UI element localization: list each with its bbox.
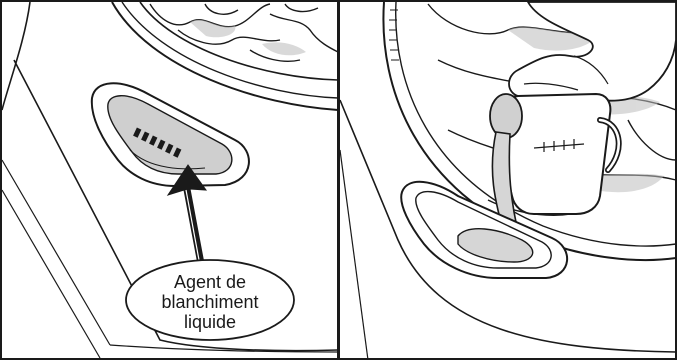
callout-bubble	[126, 260, 294, 340]
right-panel-pouring-bleach	[338, 0, 677, 360]
left-panel-dispenser-location	[0, 0, 339, 360]
